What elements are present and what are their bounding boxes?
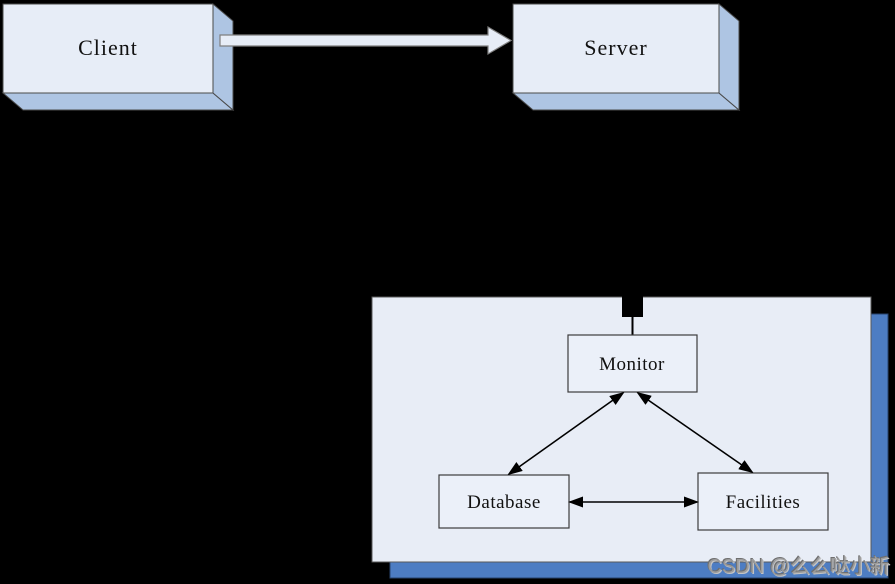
facilities-node-box	[697, 472, 829, 531]
server-label: Server	[584, 35, 647, 60]
monitor-label: Monitor	[599, 354, 665, 375]
monitor-facilities-arrow	[636, 391, 754, 474]
server-node-face	[512, 3, 720, 94]
database-node: Database	[438, 474, 570, 529]
server-node-right-side	[718, 2, 740, 112]
client-node-right-side	[212, 2, 234, 112]
monitor-node: Monitor	[567, 334, 698, 393]
facilities-label: Facilities	[726, 492, 801, 513]
server-node-bottom-side	[511, 92, 741, 111]
client-to-server-arrow	[219, 25, 513, 56]
server-node: Server	[511, 2, 741, 112]
client-node-face	[2, 3, 214, 94]
watermark: CSDN @么么哒小新	[707, 556, 890, 578]
panel-connector-port	[622, 291, 643, 317]
client-node-bottom-side	[1, 92, 235, 111]
facilities-node: Facilities	[697, 472, 829, 531]
client-label: Client	[78, 35, 138, 60]
database-node-box	[438, 474, 570, 529]
monitor-database-arrow	[507, 391, 625, 476]
client-node: Client	[1, 2, 235, 112]
monitor-node-box	[567, 334, 698, 393]
database-label: Database	[467, 492, 541, 513]
